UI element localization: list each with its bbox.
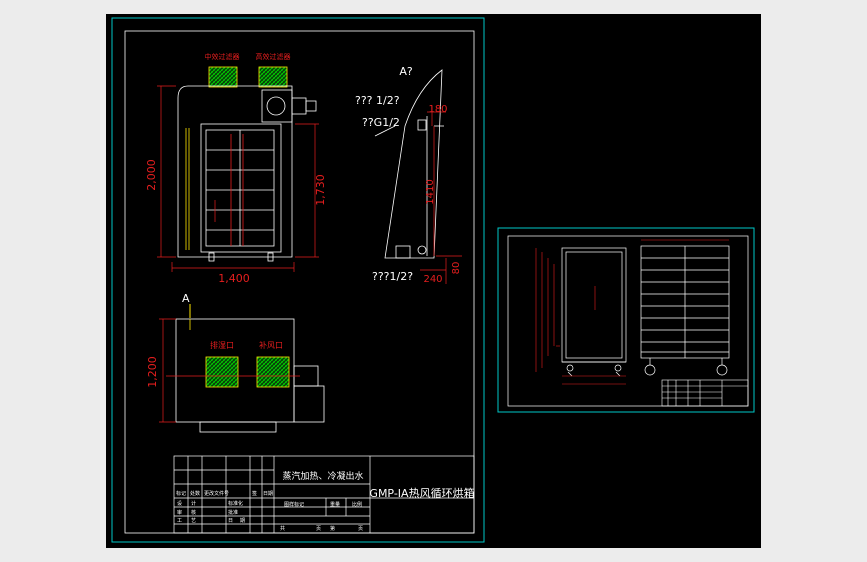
plan-dimensions [159, 318, 176, 423]
tb-approve: 批准 [228, 509, 238, 516]
main-sheet-border [111, 17, 485, 543]
motor-flange [305, 100, 317, 112]
tb-count: 处数 [190, 490, 200, 497]
tb-craft-2: 艺 [191, 518, 196, 524]
arrow-a-label: A [182, 292, 190, 305]
side-view-title: A? [399, 65, 413, 78]
tb-date: 日期 [263, 491, 273, 497]
dim-side-1410: 1410 [425, 179, 436, 204]
dim-height-total: 2,000 [145, 159, 158, 191]
side-profile [384, 69, 443, 259]
trolley-sheet-frame [507, 235, 749, 407]
tb-sheet-3: 第 [330, 525, 335, 532]
filter-right-label: 高效过滤器 [256, 52, 291, 61]
front-view [177, 66, 317, 262]
dim-height-inner: 1,730 [314, 174, 327, 206]
tb-design-2: 计 [191, 500, 196, 507]
product-title: GMP-ⅠA热风循环烘箱 [369, 486, 474, 500]
pipe-drain-label: ???1/2? [372, 270, 413, 283]
tb-sheet-2: 页 [316, 526, 321, 532]
tb-sheet-1: 共 [280, 525, 285, 532]
inlet-hatch [256, 356, 290, 388]
trolley-side-view [561, 247, 627, 377]
tb-weight: 重量 [330, 501, 340, 508]
tb-craft-1: 工 [177, 518, 182, 524]
trolley-title-block [661, 379, 749, 407]
dim-side-180: 180 [428, 104, 447, 115]
tb-date-1: 日 [228, 518, 233, 524]
filter-left-hatch [208, 66, 238, 88]
drawing-background [106, 14, 761, 548]
dim-side-240: 240 [423, 274, 442, 285]
plan-view [166, 318, 325, 433]
side-dimensions [420, 106, 462, 284]
tb-change: 更改文件号 [204, 490, 229, 497]
tb-review-1: 审 [177, 509, 182, 516]
pipe-steam-label: ??? 1/2? [355, 94, 400, 107]
tb-date-2: 期 [240, 518, 245, 524]
filter-left-label: 中效过滤器 [205, 52, 240, 61]
side-view [384, 69, 444, 259]
fan-circle [266, 96, 286, 116]
title-block-cells: 标记 处数 更改文件号 签 日期 设 计 标准化 审 核 批准 工 艺 日 期 … [176, 490, 363, 532]
title-block-frame [173, 455, 475, 534]
plan-door-step [199, 421, 277, 433]
outlet-hatch [205, 356, 239, 388]
tb-sign: 签 [252, 490, 257, 497]
dim-depth-plan: 1,200 [146, 356, 159, 388]
tb-mark: 标记 [176, 490, 186, 497]
filter-right-hatch [258, 66, 288, 88]
outlet-label: 排湿口 [210, 340, 234, 350]
front-dimensions [157, 85, 319, 272]
plan-blower [293, 385, 325, 423]
tb-scale: 比例 [352, 501, 362, 508]
cabinet-outline [177, 85, 293, 258]
title-block [173, 455, 475, 534]
tb-review-2: 核 [191, 509, 196, 516]
dim-side-80: 80 [451, 262, 462, 275]
tb-design-1: 设 [177, 500, 182, 507]
door-outer [200, 123, 282, 253]
pipe-g-label: ??G1/2 [362, 116, 400, 129]
tb-sheet-4: 页 [358, 526, 363, 532]
main-sheet: 中效过滤器 高效过滤器 [111, 17, 485, 543]
trolley-sheet-border [497, 227, 755, 413]
tb-standard: 标准化 [228, 500, 243, 507]
dim-width-front: 1,400 [218, 272, 250, 285]
title-note: 蒸汽加热、冷凝出水 [282, 470, 363, 482]
tb-stage: 图样标记 [284, 501, 304, 508]
trolley-front-view [640, 245, 730, 376]
inlet-label: 补风口 [259, 340, 283, 350]
trolley-side-dims [535, 248, 626, 385]
trolley-sheet [497, 227, 755, 413]
